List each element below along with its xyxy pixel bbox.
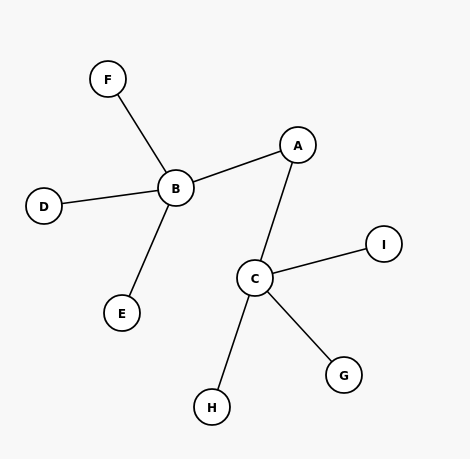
node-circle-c	[236, 259, 274, 297]
node-label-g: G	[339, 369, 349, 383]
edge-f-b	[107, 78, 177, 189]
node-a: A	[279, 126, 317, 164]
nodes-layer: A B C D E F G H I	[25, 60, 403, 426]
node-label-d: D	[39, 200, 49, 214]
edge-b-e	[121, 187, 177, 314]
edge-c-g	[254, 277, 345, 376]
node-e: E	[103, 294, 141, 332]
node-circle-e	[103, 294, 141, 332]
node-i: I	[365, 225, 403, 263]
node-f: F	[89, 60, 127, 98]
node-label-f: F	[104, 73, 112, 87]
node-circle-d	[25, 187, 63, 225]
node-label-c: C	[251, 272, 260, 286]
node-label-a: A	[293, 139, 303, 153]
edges-layer	[43, 78, 385, 408]
node-circle-f	[89, 60, 127, 98]
node-label-i: I	[382, 238, 386, 252]
node-circle-i	[365, 225, 403, 263]
node-c: C	[236, 259, 274, 297]
edge-d-b	[43, 187, 177, 207]
edge-c-i	[254, 243, 385, 279]
node-h: H	[193, 388, 231, 426]
edge-b-a	[175, 144, 299, 189]
node-g: G	[325, 356, 363, 394]
node-circle-g	[325, 356, 363, 394]
node-circle-b	[157, 169, 195, 207]
edge-a-c	[254, 144, 299, 279]
node-label-e: E	[118, 307, 126, 321]
node-circle-h	[193, 388, 231, 426]
node-circle-a	[279, 126, 317, 164]
edge-c-h	[211, 277, 256, 408]
node-label-b: B	[171, 182, 180, 196]
node-b: B	[157, 169, 195, 207]
node-d: D	[25, 187, 63, 225]
node-label-h: H	[207, 401, 217, 415]
